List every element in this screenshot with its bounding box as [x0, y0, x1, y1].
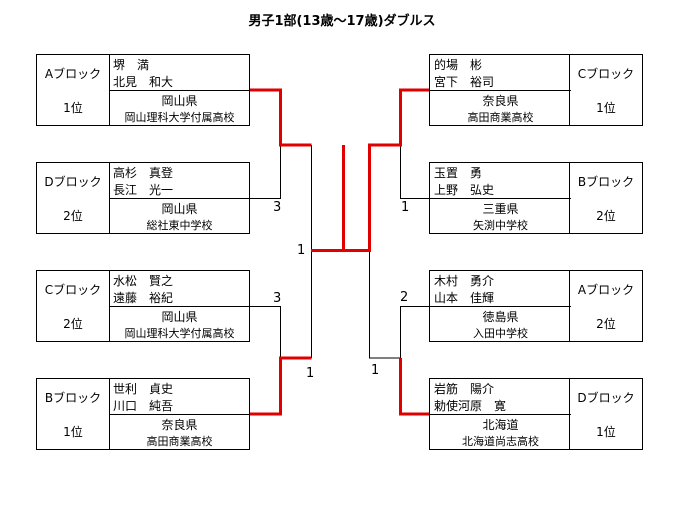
- player1: 世利 貞史: [113, 382, 174, 396]
- prefecture: 岡山県: [161, 94, 198, 108]
- player2: 勅使河原 寛: [434, 399, 507, 413]
- page-title: 男子1部(13歳〜17歳)ダブルス: [248, 14, 436, 29]
- block-label: Cブロック: [577, 67, 635, 81]
- rank-label: 1位: [596, 425, 616, 439]
- player1: 玉置 勇: [434, 166, 483, 180]
- entry-left-2: Dブロック 2位 高杉 真登長江 光一 岡山県総社東中学校: [36, 162, 250, 234]
- block-label: Dブロック: [577, 391, 635, 405]
- prefecture: 徳島県: [482, 310, 519, 324]
- block-cell: Aブロック 2位: [569, 271, 642, 341]
- prefecture: 岡山県: [161, 310, 198, 324]
- bracket-lines-red: [250, 88, 429, 416]
- player-names: 的場 彬宮下 裕司: [430, 55, 571, 91]
- score-left-semi: 1: [297, 243, 306, 258]
- player-names: 木村 勇介山本 佳輝: [430, 271, 571, 307]
- player1: 的場 彬: [434, 58, 483, 72]
- player2: 北見 和大: [113, 75, 174, 89]
- entry-right-1: 的場 彬宮下 裕司 奈良県高田商業高校 Cブロック 1位: [429, 54, 643, 126]
- prefecture: 奈良県: [482, 94, 519, 108]
- block-label: Aブロック: [577, 283, 635, 297]
- affiliation: 北海道北海道尚志高校: [430, 414, 571, 449]
- block-cell: Bブロック 2位: [569, 163, 642, 233]
- rank-label: 2位: [63, 209, 83, 223]
- player1: 堺 満: [113, 58, 150, 72]
- entry-left-4: Bブロック 1位 世利 貞史川口 純吾 奈良県高田商業高校: [36, 378, 250, 450]
- player2: 長江 光一: [113, 183, 174, 197]
- school: 総社東中学校: [146, 219, 213, 232]
- player-names: 高杉 真登長江 光一: [109, 163, 250, 199]
- player-names: 世利 貞史川口 純吾: [109, 379, 250, 415]
- entry-left-3: Cブロック 2位 水松 賢之遠藤 裕紀 岡山県岡山理科大学付属高校: [36, 270, 250, 342]
- affiliation: 岡山県岡山理科大学付属高校: [109, 90, 250, 125]
- block-label: Cブロック: [44, 283, 102, 297]
- player2: 上野 弘史: [434, 183, 495, 197]
- entry-right-2: 玉置 勇上野 弘史 三重県矢渕中学校 Bブロック 2位: [429, 162, 643, 234]
- score-right-r1-top: 1: [401, 200, 410, 215]
- player1: 岩筋 陽介: [434, 382, 495, 396]
- player1: 高杉 真登: [113, 166, 174, 180]
- school: 北海道尚志高校: [462, 435, 539, 448]
- prefecture: 三重県: [482, 202, 519, 216]
- block-label: Bブロック: [44, 391, 102, 405]
- affiliation: 岡山県総社東中学校: [109, 198, 250, 233]
- player-names: 岩筋 陽介勅使河原 寛: [430, 379, 571, 415]
- entry-left-1: Aブロック 1位 堺 満北見 和大 岡山県岡山理科大学付属高校: [36, 54, 250, 126]
- rank-label: 2位: [596, 209, 616, 223]
- rank-label: 2位: [63, 317, 83, 331]
- score-left-r1-bottom-a: 3: [273, 291, 282, 306]
- player1: 木村 勇介: [434, 274, 495, 288]
- score-right-r1-bottom-a: 2: [400, 290, 409, 305]
- prefecture: 北海道: [482, 418, 519, 432]
- prefecture: 奈良県: [161, 418, 198, 432]
- block-label: Bブロック: [577, 175, 635, 189]
- school: 矢渕中学校: [473, 219, 528, 232]
- rank-label: 1位: [63, 101, 83, 115]
- affiliation: 岡山県岡山理科大学付属高校: [109, 306, 250, 341]
- bracket-lines-black: [250, 145, 429, 359]
- player-names: 水松 賢之遠藤 裕紀: [109, 271, 250, 307]
- school: 岡山理科大学付属高校: [124, 111, 235, 124]
- block-cell: Cブロック 1位: [569, 55, 642, 125]
- affiliation: 奈良県高田商業高校: [109, 414, 250, 449]
- player-names: 玉置 勇上野 弘史: [430, 163, 571, 199]
- school: 高田商業高校: [467, 111, 534, 124]
- prefecture: 岡山県: [161, 202, 198, 216]
- player2: 宮下 裕司: [434, 75, 495, 89]
- rank-label: 1位: [63, 425, 83, 439]
- block-label: Aブロック: [44, 67, 102, 81]
- school: 岡山理科大学付属高校: [124, 327, 235, 340]
- rank-label: 2位: [596, 317, 616, 331]
- score-left-r1-bottom-b: 1: [306, 366, 315, 381]
- school: 高田商業高校: [146, 435, 213, 448]
- rank-label: 1位: [596, 101, 616, 115]
- player2: 山本 佳輝: [434, 291, 495, 305]
- school: 入田中学校: [473, 327, 528, 340]
- player2: 川口 純吾: [113, 399, 174, 413]
- block-label: Dブロック: [44, 175, 102, 189]
- player1: 水松 賢之: [113, 274, 174, 288]
- score-right-r1-bottom-b: 1: [371, 363, 380, 378]
- affiliation: 徳島県入田中学校: [430, 306, 571, 341]
- player2: 遠藤 裕紀: [113, 291, 174, 305]
- entry-right-3: 木村 勇介山本 佳輝 徳島県入田中学校 Aブロック 2位: [429, 270, 643, 342]
- entry-right-4: 岩筋 陽介勅使河原 寛 北海道北海道尚志高校 Dブロック 1位: [429, 378, 643, 450]
- affiliation: 奈良県高田商業高校: [430, 90, 571, 125]
- score-left-r1-top: 3: [273, 200, 282, 215]
- affiliation: 三重県矢渕中学校: [430, 198, 571, 233]
- block-cell: Dブロック 1位: [569, 379, 642, 449]
- player-names: 堺 満北見 和大: [109, 55, 250, 91]
